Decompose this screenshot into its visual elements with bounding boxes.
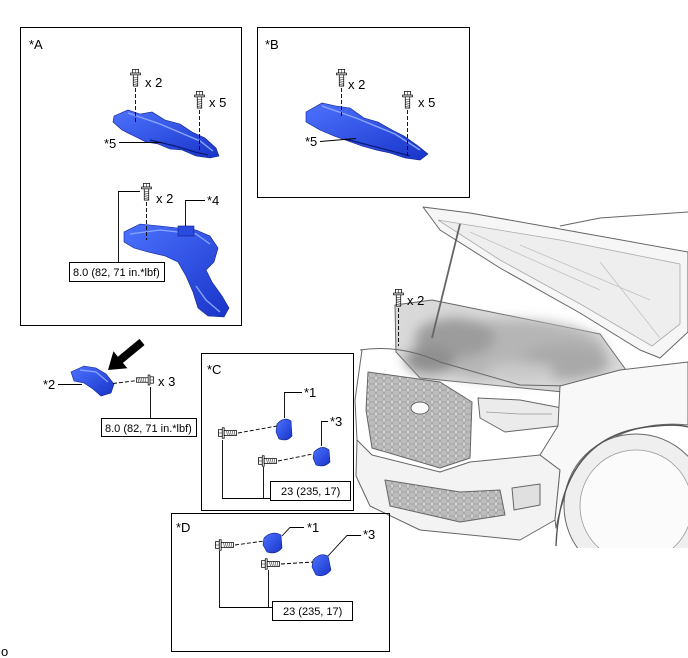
torque-main-value: 8.0 (82, 71 in.*lbf)	[105, 423, 192, 435]
upper-bolt-qty: x 2	[348, 77, 365, 92]
lower-part-ref: *4	[207, 193, 219, 208]
vehicle-illustration	[354, 206, 688, 548]
panel-c: *C *1 *3 23 (235, 17)	[201, 353, 354, 511]
front-body-edge	[359, 348, 571, 387]
brace-shadow	[344, 138, 411, 157]
panel-d-frame	[171, 513, 390, 652]
part-1-ref: *1	[307, 520, 319, 535]
panel-b-frame	[257, 27, 470, 198]
part-3-bolt-dash	[280, 561, 314, 565]
lower-grille	[384, 479, 506, 523]
wheel-arch	[555, 424, 688, 547]
lower-brace-block	[177, 225, 195, 237]
torque-c-box	[270, 481, 351, 501]
main-view: x 2 *2 x 3 8.0 (82, 71 in.*lbf)	[43, 289, 424, 437]
panel-d: *D *1 *3 23 (235, 17)	[171, 513, 390, 652]
emblem	[410, 401, 430, 415]
corner-text: o	[1, 644, 8, 658]
torque-c-value: 23 (235, 17)	[281, 486, 340, 498]
bracket-part	[70, 365, 115, 397]
part-1	[262, 532, 283, 554]
fog-light-bezel	[511, 483, 541, 511]
torque-d-leader	[219, 551, 272, 608]
bolt-icon	[141, 183, 152, 201]
part-3-ref: *3	[363, 527, 375, 542]
torque-d-value: 23 (235, 17)	[283, 606, 342, 618]
part-leader	[319, 138, 357, 142]
panel-a: *A x 2 x 5 *5 x 2 *4 8.0 (82, 71 in.*lbf…	[20, 27, 242, 326]
panel-b: *B x 2 x 5 *5	[257, 27, 470, 198]
lower-part-leader	[185, 200, 205, 226]
bolt-icon	[130, 69, 141, 87]
bolt-icon	[258, 455, 277, 467]
upper-brace-highlight	[127, 112, 214, 152]
torque-a-box	[69, 262, 165, 282]
hood-inner-frame	[437, 219, 681, 347]
lower-bolt-qty: x 2	[156, 191, 173, 206]
hood-reinforcement	[469, 231, 661, 339]
part-1-leader	[284, 392, 302, 418]
bolt-icon	[215, 539, 234, 551]
front-wheel	[563, 433, 688, 548]
panel-c-frame	[201, 353, 354, 511]
bolt-icon	[261, 558, 280, 570]
bolt-icon	[218, 427, 237, 439]
part-1-bolt-dash	[234, 540, 265, 546]
bracket-highlight	[79, 369, 109, 383]
part-1-leader	[281, 527, 304, 537]
torque-d-box	[272, 601, 353, 621]
upper-bolt-qty: x 2	[145, 75, 162, 90]
bolt-icon	[336, 69, 347, 87]
panel-d-label: *D	[176, 520, 190, 535]
part-3-leader	[321, 421, 328, 446]
bolt-icon	[402, 91, 413, 109]
part-3-bolt-dash	[277, 453, 314, 462]
part-bolt-dash	[112, 380, 138, 384]
part-3	[312, 447, 331, 467]
engine-components	[405, 318, 610, 382]
headlight-drl	[485, 411, 552, 415]
panel-a-label: *A	[29, 37, 43, 52]
side-bolt-qty: x 5	[209, 95, 226, 110]
hood-bolt-qty: x 2	[407, 293, 424, 308]
panel-c-label: *C	[207, 362, 221, 377]
part-1	[275, 418, 293, 441]
headlight	[477, 397, 563, 433]
part-1-bolt-dash	[237, 425, 278, 434]
part-3	[311, 554, 332, 577]
part-bolt-qty: x 3	[158, 374, 175, 389]
arrow-icon	[108, 338, 145, 370]
torque-main-box	[101, 418, 197, 437]
a-pillar	[559, 211, 688, 227]
bolt-icon	[194, 91, 205, 109]
torque-a-leader	[118, 191, 140, 262]
torque-c-leader	[222, 440, 270, 499]
upper-grille	[365, 371, 473, 469]
bolt-icon	[136, 374, 154, 386]
part-ref: *2	[43, 377, 55, 392]
hood-prop-rod	[431, 223, 461, 339]
upper-brace-shadow	[149, 139, 209, 156]
part-ref: *5	[305, 134, 317, 149]
panel-a-frame	[20, 27, 242, 326]
torque-a-value: 8.0 (82, 71 in.*lbf)	[73, 267, 160, 279]
part-3-ref: *3	[330, 414, 342, 429]
brace-part	[305, 102, 429, 161]
upper-part-ref: *5	[104, 136, 116, 151]
part-3-leader	[327, 535, 361, 557]
panel-b-label: *B	[265, 37, 279, 52]
upper-brace-part	[112, 109, 220, 159]
side-bolt-qty: x 5	[418, 95, 435, 110]
part-1-ref: *1	[304, 385, 316, 400]
